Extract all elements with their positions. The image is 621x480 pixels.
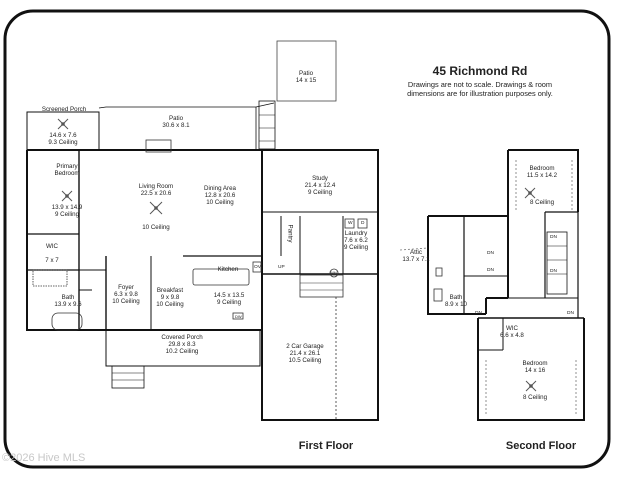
room-ceiling-living-room: 10 Ceiling bbox=[142, 224, 170, 231]
washer-label: W bbox=[348, 221, 353, 226]
ceiling-fan-icons bbox=[57, 118, 537, 392]
oven-label: OV bbox=[254, 265, 261, 270]
floor-label-second: Second Floor bbox=[505, 440, 577, 452]
stair-down-label-4: DN bbox=[550, 269, 557, 274]
first-floor-fixtures bbox=[32, 139, 368, 419]
stair-down-label-3: DN bbox=[550, 235, 557, 240]
second-floor-dashed-lines bbox=[399, 160, 577, 415]
stair-down-label-1: DN bbox=[487, 251, 494, 256]
second-floor-fixtures bbox=[433, 267, 443, 302]
disclaimer-line-1: Drawings are not to scale. Drawings & ro… bbox=[407, 80, 553, 89]
room-label-screened-porch: Screened Porch bbox=[41, 106, 87, 113]
room-dims-wic: 7 x 7 bbox=[45, 257, 59, 264]
second-floor-walls bbox=[427, 149, 585, 421]
floor-label-first: First Floor bbox=[298, 440, 354, 452]
water-heater-label: WH bbox=[330, 270, 337, 275]
dishwasher-label: DW bbox=[235, 314, 242, 319]
disclaimer-line-2: dimensions are for illustration purposes… bbox=[407, 89, 553, 98]
first-floor-walls bbox=[26, 40, 379, 421]
stair-down-label-2: DN bbox=[487, 268, 494, 273]
disclaimer-text: Drawings are not to scale. Drawings & ro… bbox=[407, 80, 553, 98]
dryer-label: D bbox=[361, 221, 365, 226]
room-label-kitchen: Kitchen bbox=[217, 266, 239, 273]
page-frame bbox=[3, 9, 611, 469]
stair-down-label-5: DN bbox=[475, 311, 482, 316]
room-ceiling-bedroom-upper: 8 Ceiling bbox=[529, 199, 555, 206]
copyright-watermark: ©2026 Hive MLS bbox=[2, 452, 86, 464]
room-label-primary-bedroom: Primary Bedroom bbox=[54, 163, 80, 177]
room-ceiling-bedroom-lower: 8 Ceiling bbox=[522, 394, 548, 401]
stair-down-label-6: DN bbox=[567, 311, 574, 316]
property-address-title: 45 Richmond Rd bbox=[432, 64, 528, 78]
room-label-pantry: Pantry bbox=[286, 224, 294, 243]
stair-up-label: UP bbox=[278, 265, 285, 270]
room-label-wic: WIC bbox=[45, 243, 59, 250]
